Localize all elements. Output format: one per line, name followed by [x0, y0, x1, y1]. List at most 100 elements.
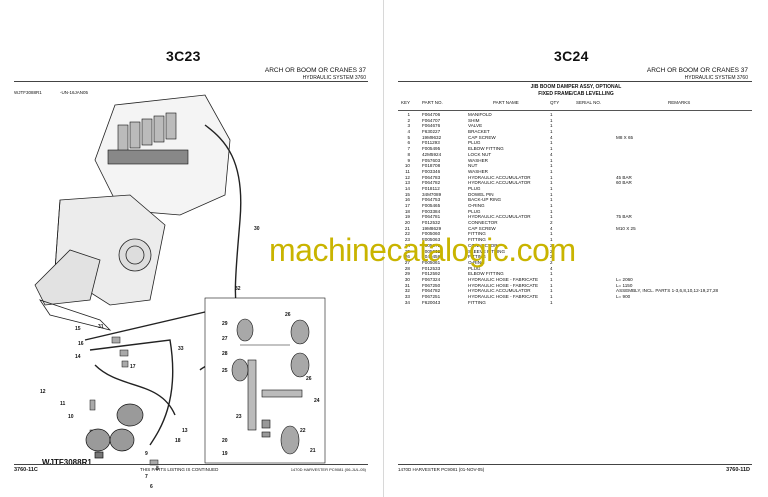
callout-16: 16 [78, 341, 84, 347]
cell-part-name: PLUG [468, 140, 481, 146]
cell-part-name: CONNECTOR [468, 242, 498, 248]
cell-qty: 1 [550, 163, 553, 169]
cell-key: 7 [407, 146, 410, 152]
cell-part-name: O-RING [468, 203, 485, 208]
cell-part-name: ELBOW FITTING [468, 146, 504, 152]
cell-key: 6 [407, 140, 410, 146]
right-footer-model-text: 1470D HARVESTER PC9081 [398, 467, 458, 472]
cell-key: 9 [407, 157, 410, 163]
cell-part-name: CONNECTOR [468, 220, 498, 226]
cell-remarks: M10 X 25 [616, 225, 636, 231]
callout-11: 11 [60, 401, 66, 407]
cell-key: 18 [404, 208, 410, 214]
cell-part-name: SLEEVE FITTING [468, 248, 506, 254]
cell-qty: 1 [550, 231, 553, 237]
callout-26a: 26 [285, 312, 291, 318]
callout-10: 10 [68, 414, 74, 420]
cell-key: 31 [404, 282, 410, 288]
callout-29: 29 [222, 321, 228, 327]
callout-30: 30 [254, 226, 260, 232]
cell-part-no: F064781 [422, 214, 441, 220]
cell-part-no: F067251 [422, 294, 441, 299]
callout-33: 33 [178, 346, 184, 352]
cell-qty: 4 [550, 134, 553, 140]
callout-numbers: 30 32 29 27 28 26 25 26 24 33 22 23 21 2… [40, 226, 320, 490]
cell-part-name: CAP SCREW [468, 134, 496, 140]
cell-key: 24 [404, 242, 410, 248]
cell-part-name: HYDRAULIC ACCUMULATOR [468, 214, 531, 220]
cell-part-no: F064753 [422, 197, 441, 203]
cell-key: 16 [404, 197, 410, 203]
callout-13: 13 [182, 428, 188, 434]
cell-qty: 4 [550, 225, 553, 231]
watermark: machinecatalogic.com [269, 232, 576, 268]
cell-key: 34 [404, 299, 410, 305]
col-qty: QTY [550, 100, 560, 105]
cell-part-name: FITTING [468, 237, 486, 243]
cell-key: 23 [404, 237, 410, 243]
callout-31: 31 [98, 324, 104, 330]
cell-qty: 1 [550, 214, 553, 220]
right-header-line2: HYDRAULIC SYSTEM 3760 [684, 75, 748, 81]
cell-qty: 1 [550, 157, 553, 163]
inset-assembly [204, 297, 326, 464]
cell-key: 30 [404, 276, 410, 282]
cell-remarks: ASSEMBLY, INCL. PARTS 1-3,6,8,10,12-19,2… [616, 288, 719, 294]
callout-28: 28 [222, 351, 228, 357]
cell-part-name: HYDRAULIC ACCUMULATOR [468, 174, 531, 180]
col-part-name: PART NAME [493, 100, 519, 105]
cell-part-no: F018708 [422, 163, 441, 169]
cell-part-no: F005079 [422, 242, 441, 248]
accumulators-left [85, 403, 144, 459]
callout-26b: 26 [306, 376, 312, 382]
cell-part-no: F012592 [422, 271, 441, 277]
cell-qty: 2 [550, 259, 553, 265]
cell-part-name: HYDRAULIC HOSE - FABRICATE [468, 294, 539, 299]
right-footer-model: 1470D HARVESTER PC9081 (01-NOV-05) [398, 467, 484, 472]
cell-part-no: F005465 [422, 203, 441, 208]
exploded-parts-diagram: 30 32 29 27 28 26 25 26 24 33 22 23 21 2… [34, 94, 326, 490]
cell-remarks: 45 BAR [616, 174, 632, 180]
cell-part-no: F067324 [422, 276, 441, 282]
cell-qty: 1 [550, 203, 553, 208]
cell-part-no: 34M7089 [422, 191, 442, 197]
cell-part-no: F064707 [422, 117, 441, 123]
left-footer-code: 3760-11C [14, 467, 38, 473]
cell-part-name: SHIM [468, 117, 480, 123]
callout-18: 18 [175, 438, 181, 444]
left-page-number: 3C23 [166, 48, 201, 64]
cell-qty: 1 [550, 168, 553, 174]
valve-bank [107, 112, 189, 165]
cell-key: 26 [404, 254, 410, 260]
cell-key: 12 [404, 174, 410, 180]
cell-qty: 1 [550, 140, 553, 146]
cell-key: 32 [404, 288, 410, 294]
cell-part-no: F064782 [422, 288, 441, 294]
left-footer-model-text: 1470D HARVESTER PC9081 [290, 467, 344, 472]
col-key: KEY [400, 100, 410, 105]
callout-32: 32 [235, 286, 241, 292]
left-header-rule [14, 81, 368, 82]
right-header-rule [398, 81, 752, 82]
cell-part-name: O-RING [468, 259, 485, 265]
parts-table-header: KEY PART NO. PART NAME QTY SERIAL NO. RE… [398, 100, 752, 107]
cell-qty: 1 [550, 123, 553, 129]
cell-remarks: M8 X 65 [616, 134, 634, 140]
cell-part-no: F067250 [422, 282, 441, 288]
cell-key: 25 [404, 248, 410, 254]
